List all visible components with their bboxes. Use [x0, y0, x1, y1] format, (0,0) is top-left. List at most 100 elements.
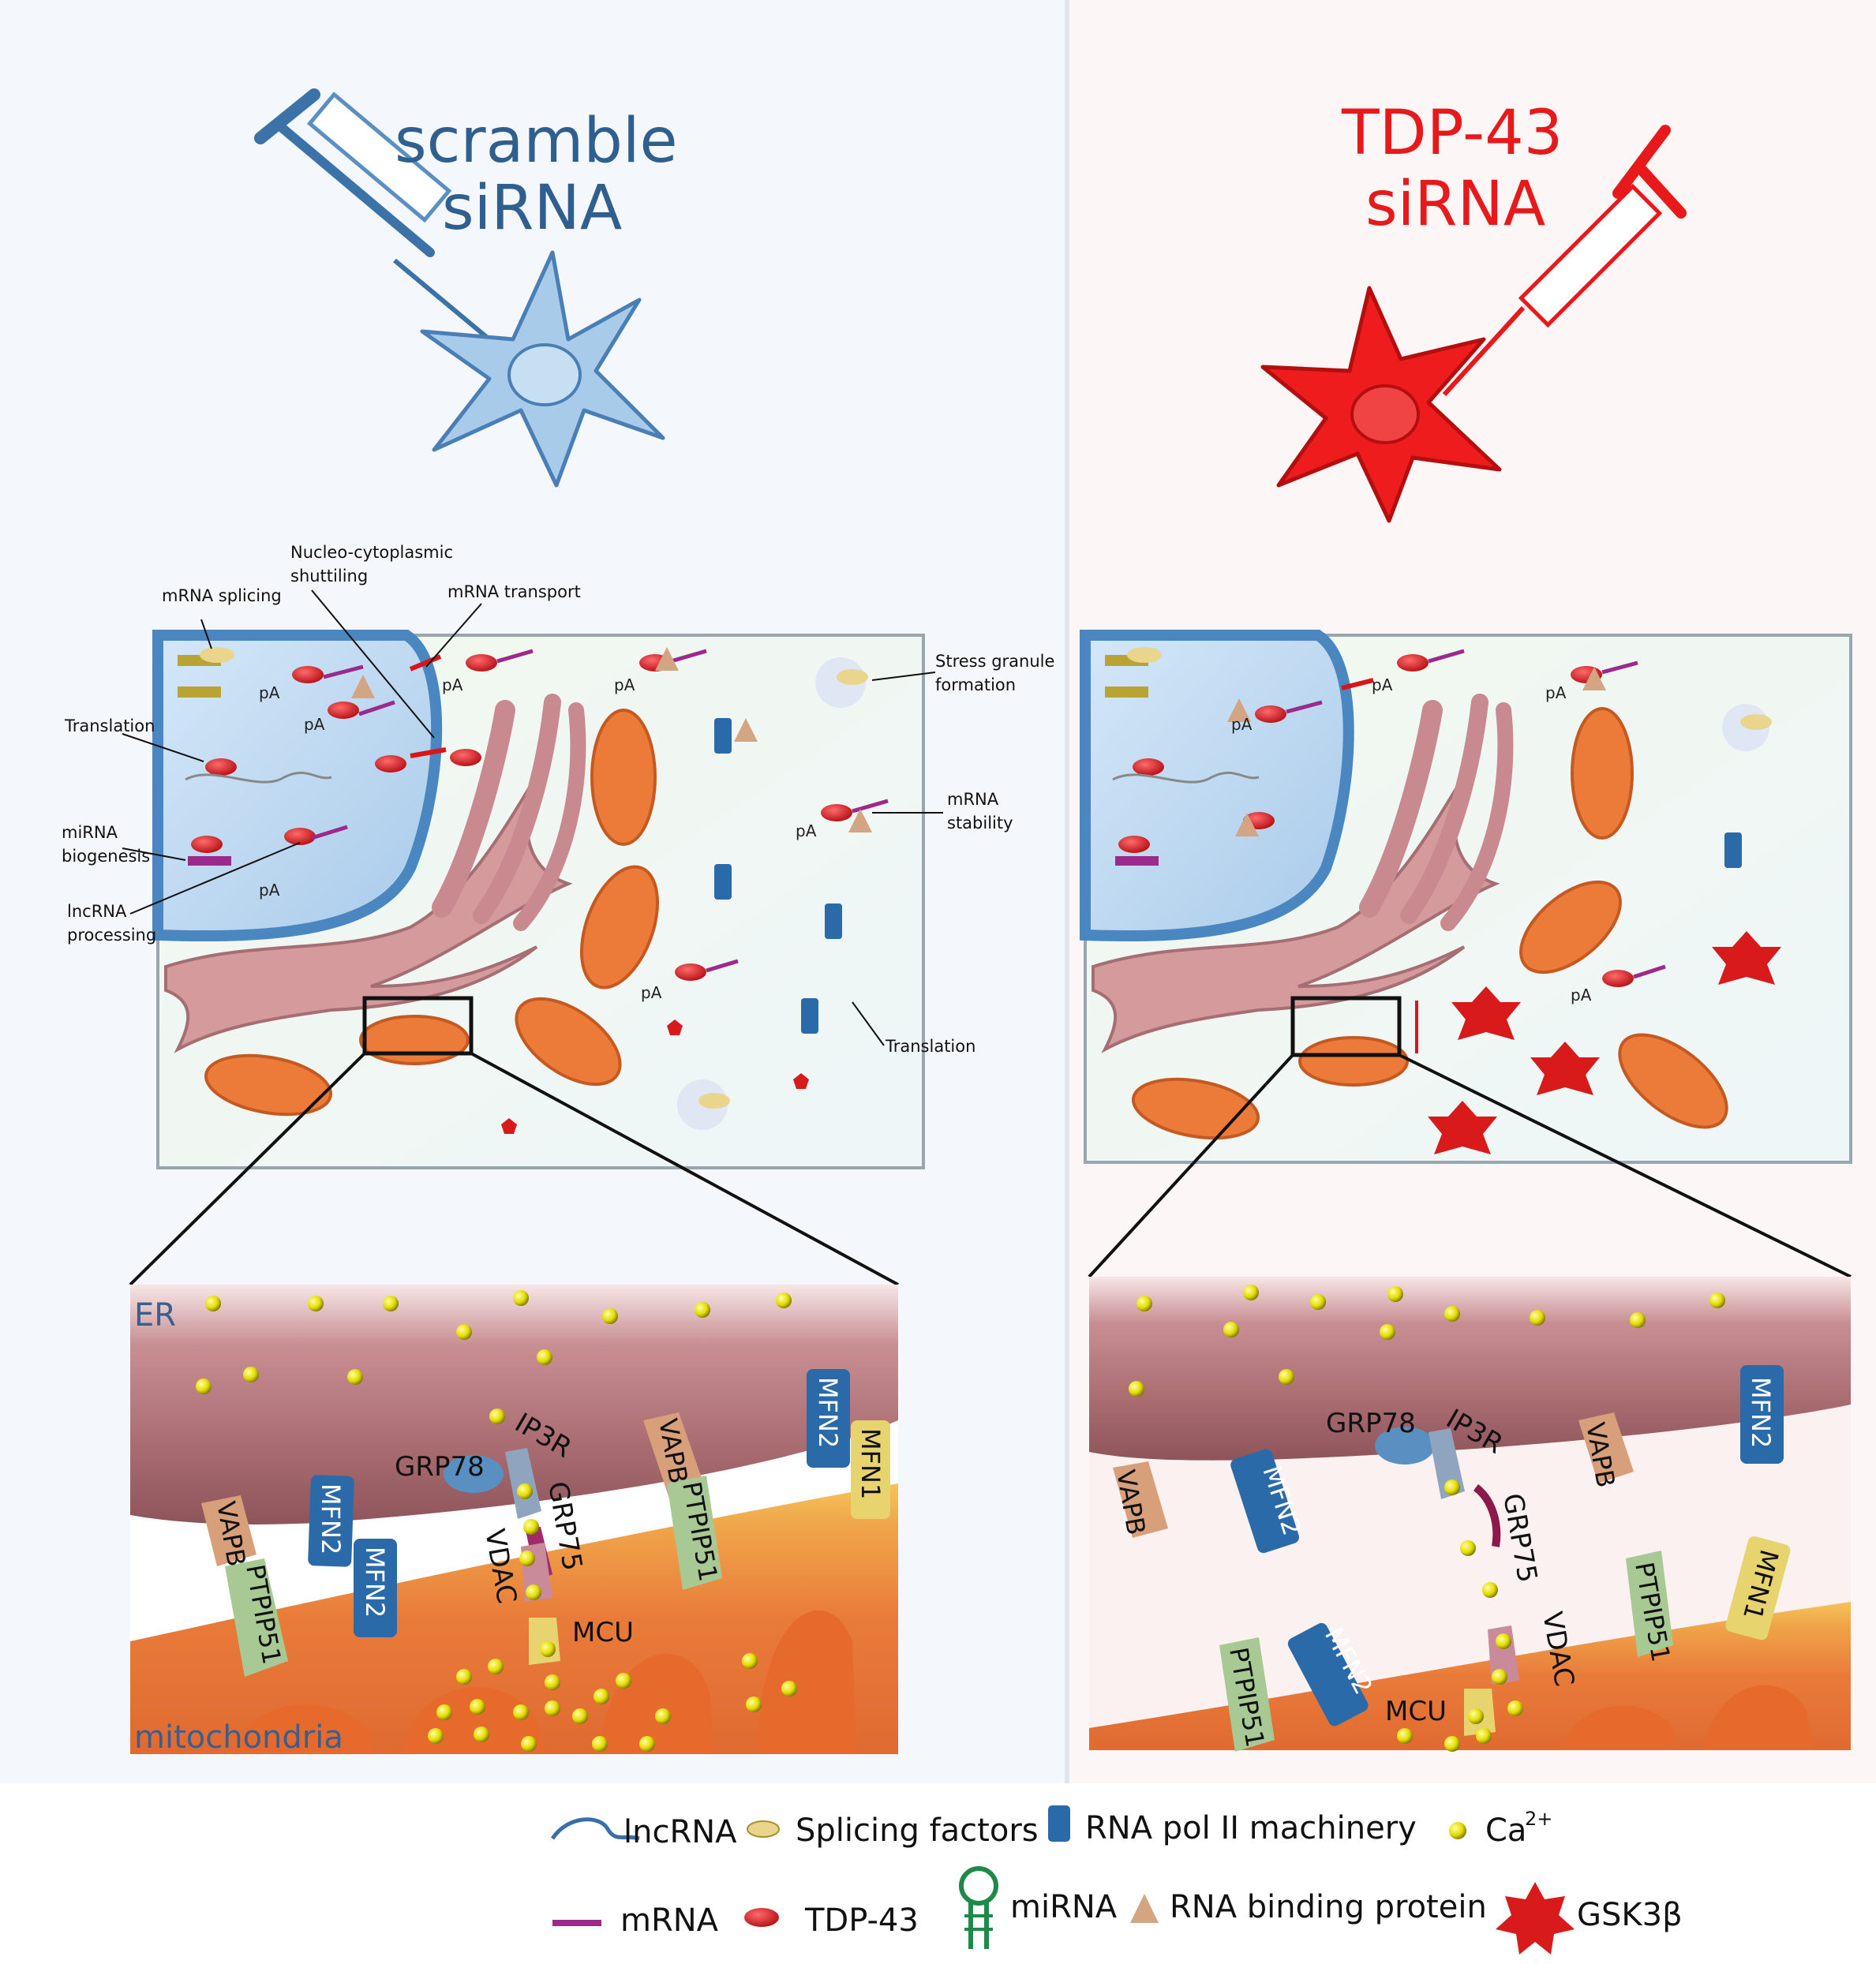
tdp43-title-line2: siRNA — [1365, 169, 1545, 240]
calcium-ion — [1129, 1381, 1144, 1397]
pa-label: pA — [614, 675, 635, 694]
legend-lncrna: lncRNA — [623, 1814, 737, 1850]
calcium-ion — [655, 1708, 671, 1724]
pa-label: pA — [796, 821, 817, 840]
calcium-ion — [1444, 1480, 1460, 1495]
annotation-lncrna-line1: lncRNA — [67, 902, 127, 921]
legend-rnapol: RNA pol II machinery — [1085, 1810, 1417, 1846]
right-mito-5 — [1131, 1077, 1260, 1140]
calcium-ion — [1496, 1633, 1511, 1649]
calcium-ion — [781, 1681, 797, 1697]
rna-pol-icon — [1048, 1805, 1070, 1842]
zoom-grp78-label: GRP78 — [1326, 1408, 1416, 1439]
legend-mirna: miRNA — [1010, 1889, 1118, 1925]
calcium-ion — [592, 1736, 608, 1752]
annotation-mrna-splicing: mRNA splicing — [162, 586, 282, 605]
calcium-ion — [383, 1296, 399, 1311]
legend-tdp43: TDP-43 — [804, 1902, 919, 1939]
calcium-ion — [205, 1296, 221, 1311]
left-mito-2 — [579, 865, 660, 989]
right-nucleus — [1080, 630, 1354, 942]
calcium-ion — [1468, 1708, 1484, 1724]
calcium-ion — [1387, 1286, 1403, 1302]
calcium-ion — [308, 1296, 324, 1311]
left-zoom-panel — [130, 1285, 898, 1754]
calcium-ion — [776, 1292, 792, 1308]
tdp43-title-line1: TDP-43 — [1341, 98, 1563, 169]
calcium-ion — [1476, 1728, 1492, 1744]
right-zoom-box — [1290, 996, 1402, 1057]
annotation-stability-line1: mRNA — [947, 790, 999, 809]
right-cell-box: pA pA pA pA — [1080, 630, 1852, 1164]
calcium-ion — [1444, 1306, 1460, 1322]
calcium-ion — [428, 1728, 444, 1744]
calcium-ion — [695, 1302, 710, 1318]
annotation-translation-cyto: Translation — [885, 1037, 975, 1056]
calcium-ion — [1223, 1322, 1239, 1337]
annotation-translation-nucleus: Translation — [64, 716, 155, 735]
right-mito-2 — [1519, 880, 1622, 975]
calcium-ion — [540, 1641, 556, 1657]
calcium-ion — [436, 1704, 452, 1720]
legend-mrna: mRNA — [620, 1902, 719, 1939]
left-mito-3 — [515, 997, 622, 1087]
calcium-ion — [347, 1369, 363, 1385]
calcium-ion — [243, 1367, 259, 1382]
calcium-ion — [488, 1659, 504, 1674]
calcium-ion — [742, 1653, 758, 1669]
gsk3b-star — [1530, 1042, 1600, 1095]
calcium-ion — [545, 1700, 560, 1716]
calcium-ion — [1482, 1582, 1498, 1598]
calcium-ion — [474, 1726, 489, 1742]
calcium-ion — [519, 1551, 535, 1566]
zoom-mcu-label: MCU — [1385, 1696, 1447, 1727]
calcium-ion — [470, 1699, 485, 1715]
calcium-ion — [1279, 1369, 1294, 1385]
legend-rbp: RNA binding protein — [1170, 1889, 1487, 1925]
calcium-ion — [513, 1704, 529, 1720]
pa-label: pA — [1545, 683, 1567, 702]
calcium-ion — [639, 1736, 655, 1752]
legend-bg — [0, 1783, 1876, 1964]
calcium-ion — [1492, 1669, 1507, 1685]
pa-label: pA — [304, 715, 325, 734]
calcium-ion — [616, 1673, 631, 1689]
scramble-title-line1: scramble — [395, 106, 678, 177]
gsk3b-star — [1451, 986, 1521, 1040]
annotation-stress-line1: Stress granule — [935, 652, 1054, 671]
legend-gsk: GSK3β — [1577, 1897, 1683, 1933]
calcium-ion — [1530, 1310, 1545, 1326]
annotation-mrna-transport: mRNA transport — [447, 582, 581, 601]
pa-label: pA — [442, 675, 463, 694]
calcium-ion — [602, 1308, 618, 1324]
pa-label: pA — [641, 983, 662, 1002]
calcium-ion — [572, 1708, 588, 1724]
scramble-cell-icon — [420, 250, 665, 488]
annotation-mirna-line1: miRNA — [62, 823, 118, 842]
zoom-mfn2-label: MFN2 — [813, 1377, 843, 1448]
calcium-ion — [1709, 1292, 1725, 1308]
pa-label: pA — [1231, 715, 1253, 734]
right-mito-1 — [1571, 707, 1634, 840]
calcium-ion — [1630, 1312, 1646, 1328]
zoom-mcu-label: MCU — [572, 1617, 634, 1648]
zoom-mfn2-label: MFN2 — [316, 1483, 346, 1554]
annotation-nucleo-line1: Nucleo-cytoplasmic — [290, 543, 453, 562]
splicing-factor-icon — [747, 1820, 780, 1838]
pa-label: pA — [259, 881, 280, 900]
legend-ca: Ca — [1485, 1812, 1526, 1849]
zoom-grp78-label: GRP78 — [395, 1451, 485, 1483]
scramble-title-line2: siRNA — [442, 173, 622, 244]
calcium-ion — [456, 1324, 472, 1340]
calcium-ion — [1460, 1540, 1476, 1556]
tdp43-icon — [744, 1908, 779, 1927]
annotation-stability-line2: stability — [947, 814, 1013, 832]
mirna-icon — [959, 1866, 998, 1949]
right-mito-3 — [1618, 1033, 1728, 1129]
calcium-ion — [489, 1408, 505, 1424]
left-mito-4 — [359, 1015, 470, 1065]
calcium-ion — [196, 1379, 212, 1394]
left-cell-box: pA pA pA pA pA pA pA — [122, 589, 943, 1169]
legend: lncRNA Splicing factors RNA pol II machi… — [550, 1805, 1683, 1955]
